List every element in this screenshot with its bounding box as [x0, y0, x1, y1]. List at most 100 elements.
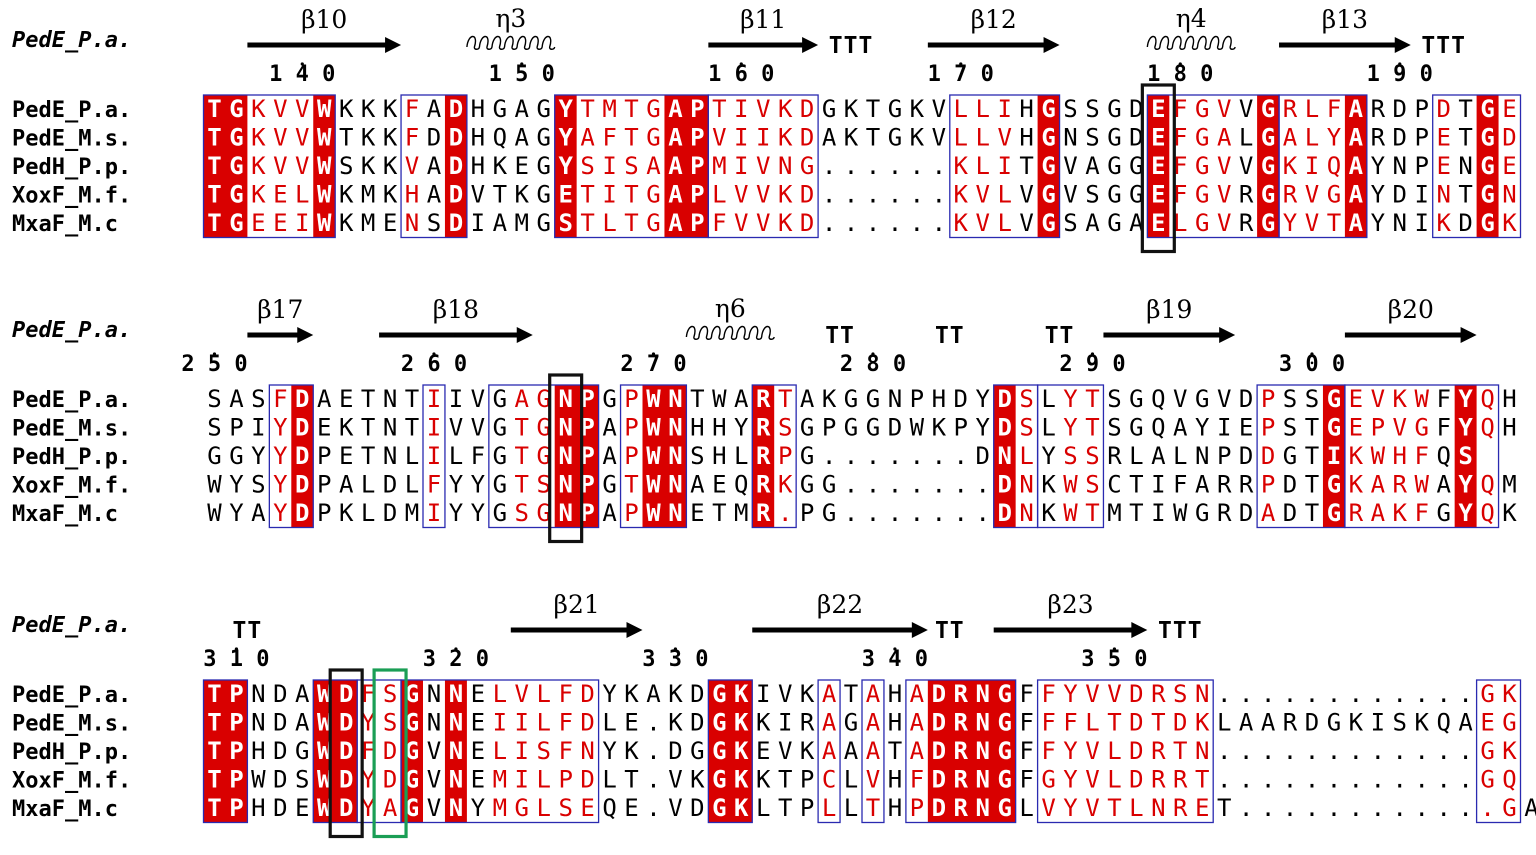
- residue: L: [405, 442, 419, 470]
- residue: G: [1480, 95, 1494, 123]
- residue: W: [712, 385, 727, 413]
- residue: W: [646, 442, 661, 470]
- residue: W: [317, 181, 332, 209]
- residue: K: [1502, 680, 1517, 708]
- residue: T: [866, 124, 880, 152]
- identity-fill: [708, 680, 753, 823]
- reference-label: PedE_P.a.: [12, 318, 131, 343]
- identity-fill: [1454, 385, 1477, 528]
- residue: S: [251, 385, 265, 413]
- residue: G: [536, 414, 550, 442]
- residue: F: [1414, 499, 1428, 527]
- residue: G: [493, 471, 507, 499]
- residue: T: [778, 794, 792, 822]
- residue: D: [800, 181, 814, 209]
- residue: D: [690, 794, 704, 822]
- residue: T: [1458, 95, 1472, 123]
- residue: I: [295, 209, 309, 237]
- residue: L: [844, 766, 858, 794]
- residue: T: [1458, 181, 1472, 209]
- beta-strand-arrowhead: [297, 327, 314, 343]
- residue: V: [756, 209, 770, 237]
- residue: M: [361, 209, 375, 237]
- residue: Q: [1480, 471, 1494, 499]
- residue: K: [1436, 209, 1451, 237]
- similarity-box: [1036, 384, 1105, 529]
- residue: G: [1261, 124, 1275, 152]
- residue: Y: [1458, 471, 1473, 499]
- residue: K: [932, 414, 947, 442]
- residue: A: [515, 385, 530, 413]
- residue: E: [515, 152, 529, 180]
- residue: T: [1107, 709, 1121, 737]
- residue: K: [1393, 499, 1408, 527]
- residue: H: [471, 95, 485, 123]
- residue: S: [778, 414, 792, 442]
- residue: .: [646, 737, 660, 765]
- residue: A: [668, 209, 683, 237]
- residue: I: [427, 414, 441, 442]
- residue: V: [975, 181, 989, 209]
- residue: S: [427, 209, 441, 237]
- residue: G: [536, 181, 550, 209]
- residue: S: [1063, 209, 1077, 237]
- residue: .: [1480, 794, 1494, 822]
- residue: P: [624, 442, 638, 470]
- residue: V: [405, 152, 419, 180]
- residue: Y: [361, 766, 376, 794]
- residue: H: [471, 152, 485, 180]
- residue: K: [844, 124, 859, 152]
- residue: L: [1107, 766, 1121, 794]
- residue: G: [1195, 209, 1209, 237]
- residue: N: [449, 680, 463, 708]
- residue: G: [1480, 152, 1494, 180]
- residue: .: [1239, 737, 1253, 765]
- residue: P: [1217, 442, 1231, 470]
- residue: D: [273, 680, 287, 708]
- residue: D: [1393, 124, 1407, 152]
- residue: T: [1305, 442, 1319, 470]
- residue: E: [383, 209, 397, 237]
- residue: Y: [1283, 209, 1298, 237]
- residue: Y: [1063, 737, 1078, 765]
- residue: Q: [734, 471, 748, 499]
- residue: E: [1151, 95, 1165, 123]
- residue: E: [1349, 414, 1363, 442]
- residue: A: [1458, 709, 1473, 737]
- residue: Y: [449, 499, 464, 527]
- residue: D: [997, 499, 1011, 527]
- residue: N: [558, 442, 572, 470]
- residue: Y: [1195, 414, 1210, 442]
- residue: .: [975, 499, 989, 527]
- residue: A: [580, 124, 595, 152]
- residue: L: [954, 124, 968, 152]
- strand-label: β19: [1146, 295, 1192, 324]
- residue: F: [1063, 709, 1077, 737]
- residue: T: [1019, 152, 1033, 180]
- ruler-dot: [212, 352, 217, 356]
- residue: .: [844, 209, 858, 237]
- residue: .: [822, 181, 836, 209]
- residue: G: [1195, 124, 1209, 152]
- residue: T: [580, 209, 594, 237]
- residue: L: [1217, 709, 1231, 737]
- residue: W: [317, 737, 332, 765]
- residue: .: [1436, 737, 1450, 765]
- residue: .: [844, 442, 858, 470]
- residue: P: [229, 680, 243, 708]
- residue: .: [1414, 680, 1428, 708]
- residue: Y: [1371, 209, 1386, 237]
- residue: D: [339, 766, 353, 794]
- residue: T: [1458, 124, 1472, 152]
- residue: G: [493, 385, 507, 413]
- residue: A: [602, 442, 617, 470]
- residue: P: [778, 442, 792, 470]
- residue: Y: [558, 95, 573, 123]
- residue: K: [624, 680, 639, 708]
- residue: Y: [273, 471, 288, 499]
- similarity-box: [861, 679, 885, 824]
- residue: P: [1261, 414, 1275, 442]
- residue: T: [624, 209, 638, 237]
- residue: G: [1480, 680, 1494, 708]
- residue: .: [1305, 794, 1319, 822]
